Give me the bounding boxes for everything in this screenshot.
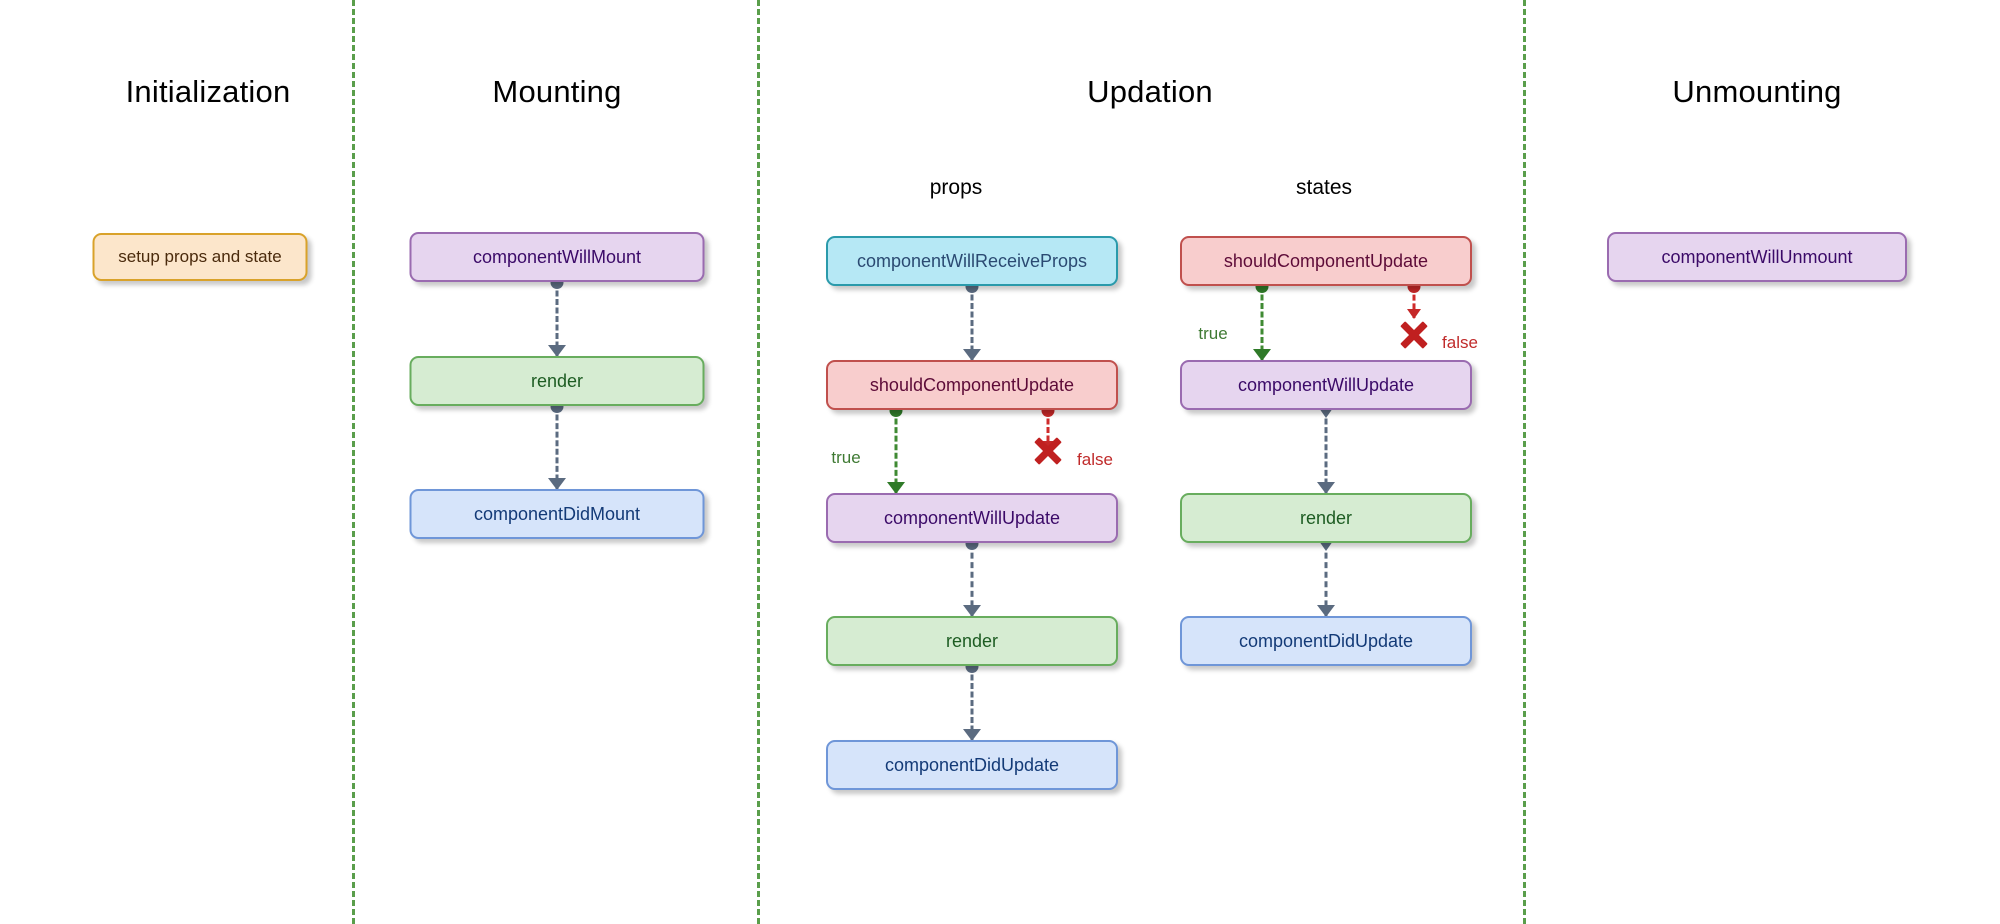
lifecycle-node-label: setup props and state — [118, 247, 282, 266]
lifecycle-node-component-will-unmount[interactable]: componentWillUnmount — [1607, 232, 1907, 282]
connector-arrowhead — [1317, 482, 1335, 494]
connector-line — [1324, 410, 1328, 493]
subcolumn-title-states: states — [1295, 176, 1353, 199]
lifecycle-node-props-render[interactable]: render — [826, 616, 1118, 666]
conn-states-render-didupdate — [1316, 541, 1336, 617]
column-divider-3 — [1523, 0, 1526, 924]
connector-arrowhead — [963, 605, 981, 617]
connector-line — [970, 543, 974, 616]
connector-arrowhead — [963, 349, 981, 361]
connector-arrowhead — [1253, 349, 1271, 361]
phase-title-mounting: Mounting — [492, 74, 622, 109]
connector-line — [1260, 286, 1264, 360]
lifecycle-node-states-component-did-update[interactable]: componentDidUpdate — [1180, 616, 1472, 666]
connector-line — [1324, 543, 1328, 616]
connector-line — [894, 410, 898, 493]
lifecycle-node-label: render — [1299, 507, 1353, 528]
conn-mounting-render-didmount — [547, 400, 567, 490]
states-branch-true-connector — [1252, 280, 1272, 361]
lifecycle-node-label: componentDidUpdate — [884, 754, 1060, 775]
connector-line — [970, 666, 974, 740]
lifecycle-node-label: componentWillUnmount — [1661, 246, 1853, 267]
conn-props-willupdate-render — [962, 537, 982, 617]
connector-arrowhead — [548, 345, 566, 357]
lifecycle-node-label: componentWillUpdate — [1237, 374, 1415, 395]
connector-source-arrow — [1319, 408, 1333, 418]
lifecycle-node-label: componentDidMount — [473, 503, 641, 524]
conn-props-render-didupdate — [962, 660, 982, 741]
connector-arrowhead — [963, 729, 981, 741]
phase-title-updation: Updation — [1087, 74, 1213, 109]
lifecycle-node-label: shouldComponentUpdate — [869, 374, 1075, 395]
states-branch-blocked-x-icon — [1397, 318, 1431, 352]
lifecycle-node-setup-props-and-state[interactable]: setup props and state — [92, 233, 308, 281]
lifecycle-node-label: componentWillReceiveProps — [856, 250, 1088, 271]
connector-arrowhead — [1407, 309, 1421, 319]
connector-arrowhead — [548, 478, 566, 490]
conn-states-willupdate-render — [1316, 408, 1336, 494]
connector-line — [1046, 410, 1050, 450]
column-divider-2 — [757, 0, 760, 924]
phase-title-unmounting: Unmounting — [1672, 74, 1842, 109]
lifecycle-node-states-render[interactable]: render — [1180, 493, 1472, 543]
lifecycle-node-props-should-component-update[interactable]: shouldComponentUpdate — [826, 360, 1118, 410]
lifecycle-node-mounting-component-did-mount[interactable]: componentDidMount — [409, 489, 705, 539]
lifecycle-node-mounting-render[interactable]: render — [409, 356, 705, 406]
lifecycle-node-props-component-will-receive-props[interactable]: componentWillReceiveProps — [826, 236, 1118, 286]
conn-mounting-willmount-render — [547, 276, 567, 357]
lifecycle-node-label: shouldComponentUpdate — [1223, 250, 1429, 271]
lifecycle-node-props-component-will-update[interactable]: componentWillUpdate — [826, 493, 1118, 543]
connector-line — [555, 282, 559, 356]
props-branch-true-label: true — [831, 448, 861, 467]
states-branch-false-label: false — [1442, 333, 1478, 352]
props-branch-blocked-x-icon — [1031, 434, 1065, 468]
props-branch-true-connector — [886, 404, 906, 494]
phase-title-initialization: Initialization — [125, 74, 291, 109]
lifecycle-node-props-component-did-update[interactable]: componentDidUpdate — [826, 740, 1118, 790]
lifecycle-node-states-component-will-update[interactable]: componentWillUpdate — [1180, 360, 1472, 410]
connector-source-arrow — [1319, 541, 1333, 551]
connector-arrowhead — [1317, 605, 1335, 617]
states-branch-true-label: true — [1198, 324, 1228, 343]
lifecycle-node-label: componentWillMount — [472, 246, 642, 267]
connector-line — [555, 406, 559, 489]
lifecycle-node-label: render — [530, 370, 584, 391]
column-divider-1 — [352, 0, 355, 924]
connector-line — [1412, 286, 1416, 318]
connector-arrowhead — [887, 482, 905, 494]
subcolumn-title-props: props — [929, 176, 983, 199]
lifecycle-node-label: componentWillUpdate — [883, 507, 1061, 528]
lifecycle-node-label: render — [945, 630, 999, 651]
lifecycle-node-mounting-component-will-mount[interactable]: componentWillMount — [409, 232, 705, 282]
states-branch-false-connector — [1404, 280, 1424, 319]
props-branch-false-label: false — [1077, 450, 1113, 469]
connector-line — [970, 286, 974, 360]
conn-props-receiveprops-shouldupdate — [962, 280, 982, 361]
lifecycle-node-label: componentDidUpdate — [1238, 630, 1414, 651]
lifecycle-node-states-should-component-update[interactable]: shouldComponentUpdate — [1180, 236, 1472, 286]
